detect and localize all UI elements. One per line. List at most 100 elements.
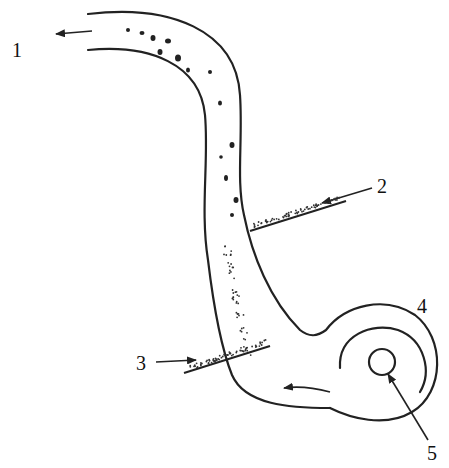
dust-dot xyxy=(251,346,253,348)
dust-dot xyxy=(278,219,280,221)
dust-dot xyxy=(259,345,261,347)
dust-dot xyxy=(232,289,234,291)
dust-dot xyxy=(243,314,245,316)
dust-dot xyxy=(303,210,305,212)
dust-dot xyxy=(311,206,313,208)
dust-dot xyxy=(331,199,333,201)
dust-dot xyxy=(209,359,211,361)
callout-number: 2 xyxy=(377,176,387,196)
dust-dot xyxy=(214,360,216,362)
dust-dot xyxy=(208,363,210,365)
dust-dot xyxy=(229,270,231,272)
dust-dot xyxy=(329,202,331,204)
dust-dot xyxy=(239,350,241,352)
dust-dot xyxy=(213,360,215,362)
dust-dot xyxy=(286,213,288,215)
dust-dot xyxy=(309,208,311,210)
dust-dot xyxy=(232,299,234,301)
dust-dot xyxy=(338,197,340,199)
dust-dot xyxy=(330,199,332,201)
dust-dot xyxy=(230,254,232,256)
dust-dot xyxy=(218,359,220,361)
dust-dot xyxy=(196,367,198,369)
dust-dot xyxy=(236,294,238,296)
dust-dot xyxy=(288,212,290,214)
dust-dot xyxy=(243,327,245,329)
dust-dot xyxy=(236,312,238,314)
dust-dot xyxy=(250,354,252,356)
dust-dot xyxy=(336,197,338,199)
dust-dot xyxy=(288,214,290,216)
dust-dot xyxy=(238,315,240,317)
dust-dot xyxy=(258,221,260,223)
dust-dot xyxy=(241,331,243,333)
dust-dot xyxy=(259,343,261,345)
dust-dot xyxy=(254,226,256,228)
dust-dot xyxy=(232,296,234,298)
dust-dot xyxy=(197,366,199,368)
dust-dot xyxy=(229,265,231,267)
dust-dot xyxy=(219,355,221,357)
dust-dot xyxy=(244,350,246,352)
dust-dot xyxy=(288,216,290,218)
flow-arrow xyxy=(56,31,92,34)
dust-dot xyxy=(194,365,196,367)
dust-dot xyxy=(221,357,223,359)
dust-dot xyxy=(230,353,232,355)
dust-dot xyxy=(276,218,278,220)
dust-dot xyxy=(224,246,226,248)
dust-dot xyxy=(240,347,242,349)
dust-dot xyxy=(246,350,248,352)
dust-dot xyxy=(243,338,245,340)
duct-outer-wall xyxy=(88,12,437,420)
dust-dot xyxy=(265,339,267,341)
dust-dot xyxy=(254,224,256,226)
dust-dot xyxy=(296,212,298,214)
callout-number: 1 xyxy=(12,40,22,60)
dust-dot xyxy=(237,303,239,305)
dust-dot xyxy=(213,358,215,360)
coarse-particles xyxy=(126,28,239,217)
dust-dot xyxy=(260,223,262,225)
dust-dot xyxy=(230,263,232,265)
flow-arrow xyxy=(284,387,330,392)
dust-dot xyxy=(208,362,210,364)
dust-dot xyxy=(257,224,259,226)
dust-dot xyxy=(300,209,302,211)
dust-dot xyxy=(261,222,263,224)
dust-dot xyxy=(300,208,302,210)
dust-dot xyxy=(246,332,248,334)
dust-dot xyxy=(201,363,203,365)
dust-dot xyxy=(209,360,211,362)
dust-dot xyxy=(227,354,229,356)
dust-dot xyxy=(200,362,202,364)
dust-dot xyxy=(224,354,226,356)
dust-dot xyxy=(254,226,256,228)
deposit-plate xyxy=(184,346,270,373)
dust-dot xyxy=(214,360,216,362)
dust-dot xyxy=(284,215,286,217)
dust-dot xyxy=(227,354,229,356)
dust-dot xyxy=(213,361,215,363)
dust-dot xyxy=(272,218,274,220)
dust-dot xyxy=(271,219,273,221)
duct-inner-wall xyxy=(88,49,330,408)
dust-dot xyxy=(223,354,225,356)
dust-dot xyxy=(227,262,229,264)
dust-dot xyxy=(290,211,292,213)
dust-dot xyxy=(196,362,198,364)
dust-dot xyxy=(295,210,297,212)
dust-dot xyxy=(216,360,218,362)
dust-dot xyxy=(336,199,338,201)
dust-dot xyxy=(235,291,237,293)
dust-dot xyxy=(266,222,268,224)
dust-dot xyxy=(331,200,333,202)
dust-dot xyxy=(306,207,308,209)
dust-dot xyxy=(230,250,232,252)
dust-dot xyxy=(273,219,275,221)
fan-scroll-inner xyxy=(340,328,426,392)
dust-dot xyxy=(223,254,225,256)
dust-dot xyxy=(230,254,232,256)
dust-dot xyxy=(243,351,245,353)
